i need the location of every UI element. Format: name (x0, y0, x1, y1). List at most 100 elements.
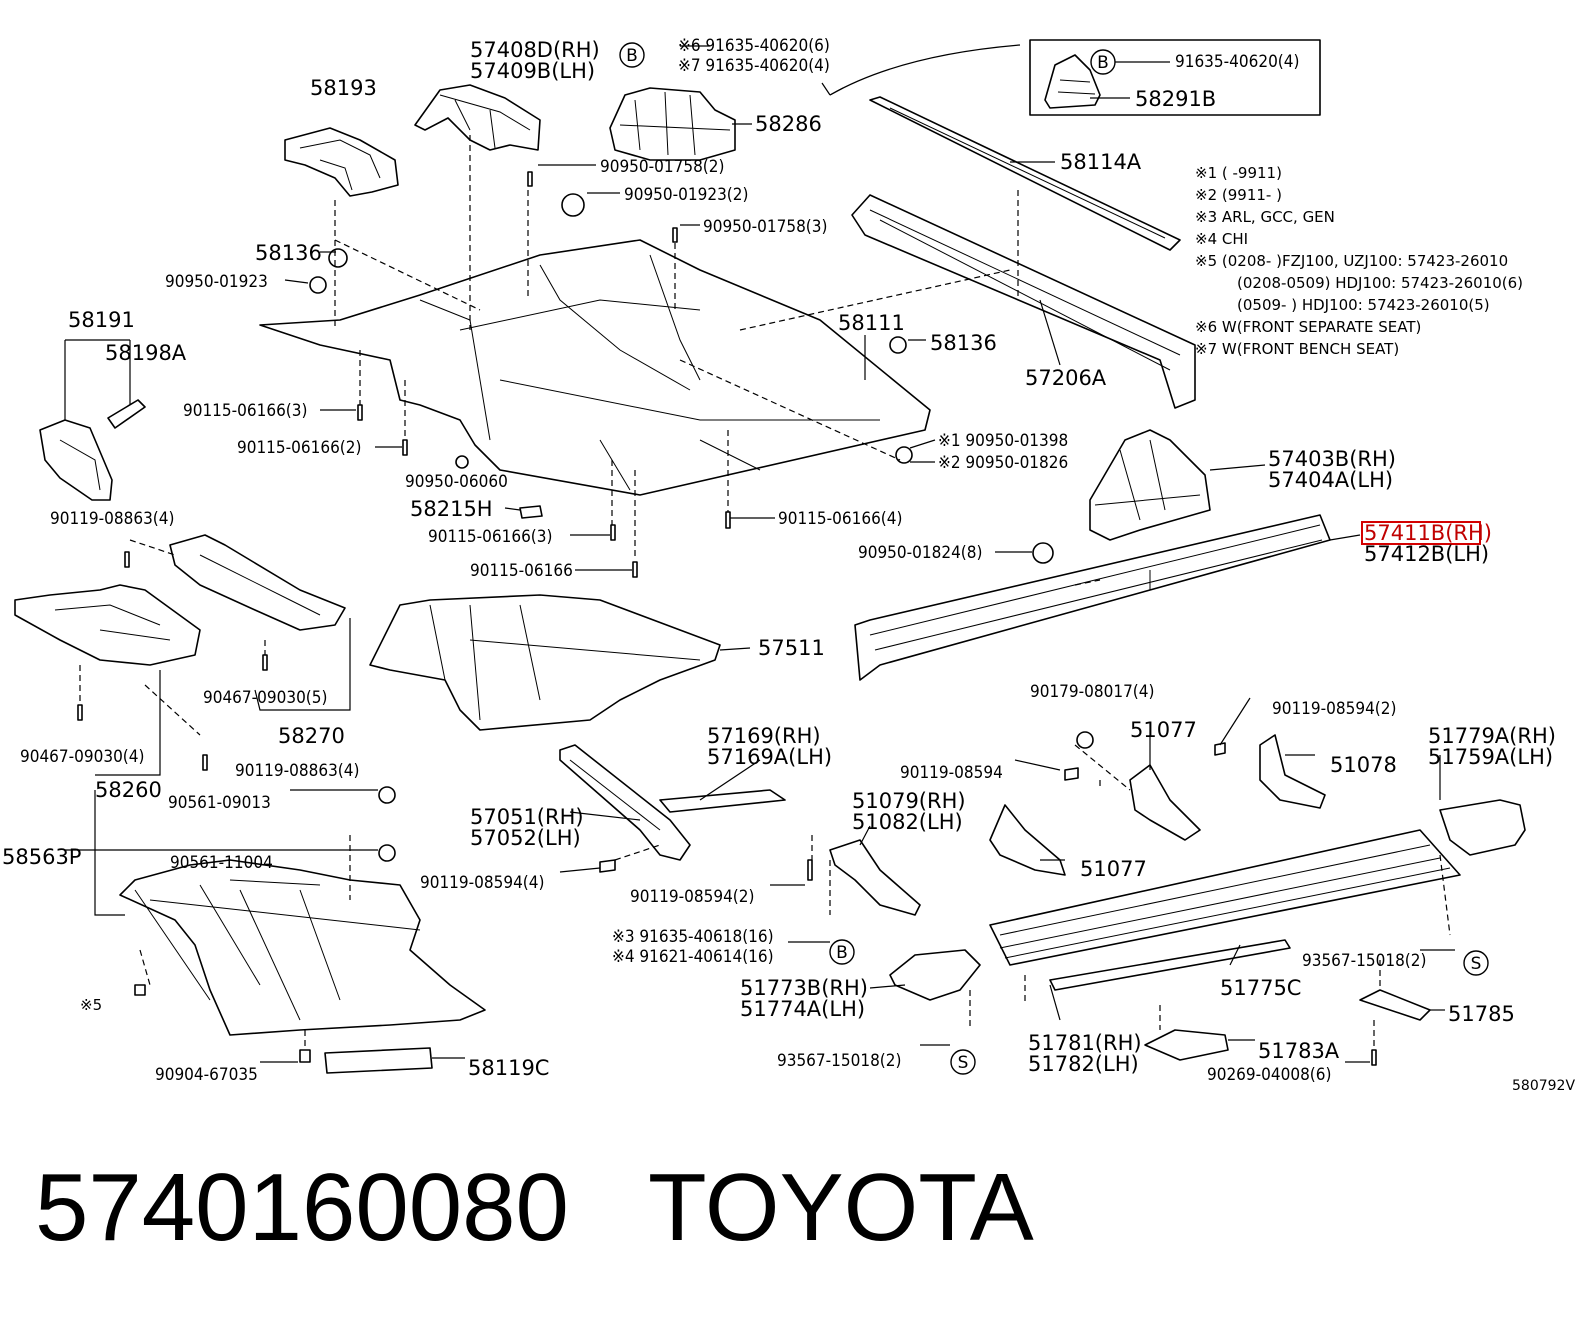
label-90904-67035: 90904-67035 (155, 1065, 258, 1085)
label-91621-40614: ※4 91621-40614(16) (612, 947, 774, 967)
label-51775: 51775C (1220, 976, 1301, 1000)
label-57404: 57404A(LH) (1268, 468, 1393, 492)
part-57403-drawing (1089, 429, 1211, 541)
label-91635-40620-4: 91635-40620(4) (1175, 52, 1299, 72)
label-91635-40620-4-sub: ※7 91635-40620(4) (678, 56, 830, 76)
label-90950-01398: ※1 90950-01398 (938, 431, 1068, 451)
note-6: ※6 W(FRONT SEPARATE SEAT) (1195, 318, 1421, 336)
s-marker-circle-2 (950, 1049, 976, 1075)
label-90467-09030-5: 90467-09030(5) (203, 688, 327, 708)
label-90950-01824-8: 90950-01824(8) (858, 543, 982, 563)
label-58286: 58286 (755, 112, 822, 136)
label-57169a: 57169A(LH) (707, 745, 832, 769)
leader-lines (64, 45, 1455, 1063)
label-57052: 57052(LH) (470, 826, 581, 850)
label-note5: ※5 (80, 996, 102, 1014)
part-58563-drawing (119, 859, 486, 1036)
label-58191: 58191 (68, 308, 135, 332)
label-57051: 57051(RH) (470, 805, 584, 829)
labels: 57408D(RH) 57409B(LH) 58193 B ※6 91635-4… (2, 36, 1575, 1094)
label-58215: 58215H (410, 497, 493, 521)
part-51779-drawing (1439, 799, 1526, 856)
label-90119-08594: 90119-08594 (900, 763, 1003, 783)
label-57169: 57169(RH) (707, 724, 821, 748)
part-58286-drawing (609, 87, 736, 161)
label-51773: 51773B(RH) (740, 976, 868, 1000)
label-57412: 57412B(LH) (1364, 542, 1489, 566)
label-51077-a: 51077 (1130, 718, 1197, 742)
label-90119-08594-2b: 90119-08594(2) (630, 887, 754, 907)
label-58563: 58563P (2, 845, 81, 869)
label-90269-04008-6: 90269-04008(6) (1207, 1065, 1331, 1085)
inset-box (821, 39, 1321, 116)
label-51781: 51781(RH) (1028, 1031, 1142, 1055)
note-3: ※3 ARL, GCC, GEN (1195, 208, 1335, 226)
part-51775-drawing (989, 829, 1461, 966)
label-90950-06060: 90950-06060 (405, 472, 508, 492)
part-51078-drawing (1259, 734, 1326, 809)
label-90115-06166-3a: 90115-06166(3) (183, 401, 307, 421)
label-90115-06166-4: 90115-06166(4) (778, 509, 902, 529)
label-51782: 51782(LH) (1028, 1052, 1139, 1076)
footnotes: ※1 ( -9911) ※2 (9911- ) ※3 ARL, GCC, GEN… (1195, 164, 1523, 358)
label-93567-15018-2a: 93567-15018(2) (1302, 951, 1426, 971)
part-58119-drawing (324, 1047, 433, 1074)
label-58111: 58111 (838, 311, 905, 335)
footer-part-number: 5740160080 (35, 1154, 569, 1261)
label-51759: 51759A(LH) (1428, 745, 1553, 769)
part-51079-drawing (829, 839, 921, 916)
label-58136-a: 58136 (255, 241, 322, 265)
label-51774: 51774A(LH) (740, 997, 865, 1021)
label-90950-01758-3: 90950-01758(3) (703, 217, 827, 237)
label-91635-40620-6: ※6 91635-40620(6) (678, 36, 830, 56)
label-51783: 51783A (1258, 1039, 1340, 1063)
label-57206: 57206A (1025, 366, 1107, 390)
note-7: ※7 W(FRONT BENCH SEAT) (1195, 340, 1399, 358)
label-91635-40618: ※3 91635-40618(16) (612, 927, 774, 947)
part-51077-drawing (989, 764, 1201, 876)
label-57411-highlighted: 57411B(RH) (1364, 521, 1492, 545)
part-58193-drawing (284, 127, 399, 197)
label-57403: 57403B(RH) (1268, 447, 1396, 471)
label-51785: 51785 (1448, 1002, 1515, 1026)
part-51783-drawing (1144, 1029, 1229, 1061)
label-90950-01923: 90950-01923 (165, 272, 268, 292)
label-90950-01923-2: 90950-01923(2) (624, 185, 748, 205)
part-58198-drawing (107, 399, 146, 429)
label-93567-15018-2b: 93567-15018(2) (777, 1051, 901, 1071)
label-90115-06166-3b: 90115-06166(3) (428, 527, 552, 547)
note-4: ※4 CHI (1195, 230, 1248, 248)
label-90119-08594-4: 90119-08594(4) (420, 873, 544, 893)
label-90950-01826: ※2 90950-01826 (938, 453, 1068, 473)
label-51082: 51082(LH) (852, 810, 963, 834)
label-58198: 58198A (105, 341, 187, 365)
note-5b: (0208-0509) HDJ100: 57423-26010(6) (1237, 274, 1523, 292)
note-5c: (0509- ) HDJ100: 57423-26010(5) (1237, 296, 1490, 314)
label-90115-06166-2: 90115-06166(2) (237, 438, 361, 458)
label-51077-b: 51077 (1080, 857, 1147, 881)
part-57511-drawing (369, 594, 721, 731)
label-90115-06166: 90115-06166 (470, 561, 573, 581)
b-marker-label-2: B (836, 943, 848, 963)
part-57206-drawing (851, 194, 1196, 409)
part-58191-drawing (39, 419, 113, 501)
b-marker-box-label: B (1097, 53, 1109, 73)
label-90179-08017-4: 90179-08017(4) (1030, 682, 1154, 702)
highlight-box-57411 (1361, 521, 1481, 545)
label-90561-09013: 90561-09013 (168, 793, 271, 813)
b-marker-circle-box (1090, 49, 1116, 75)
label-51779: 51779A(RH) (1428, 724, 1556, 748)
label-90467-09030-4: 90467-09030(4) (20, 747, 144, 767)
part-51781-drawing (1049, 939, 1291, 991)
b-marker-circle-2 (829, 939, 855, 965)
part-58270-drawing (169, 534, 346, 631)
label-90561-11004: 90561-11004 (170, 853, 273, 873)
b-marker-label: B (626, 46, 638, 66)
b-marker-circle (619, 42, 645, 68)
label-51078: 51078 (1330, 753, 1397, 777)
part-51785-drawing (1359, 989, 1431, 1021)
label-58260: 58260 (95, 778, 162, 802)
part-58114-drawing (869, 96, 1181, 251)
part-57408-drawing (414, 84, 541, 151)
